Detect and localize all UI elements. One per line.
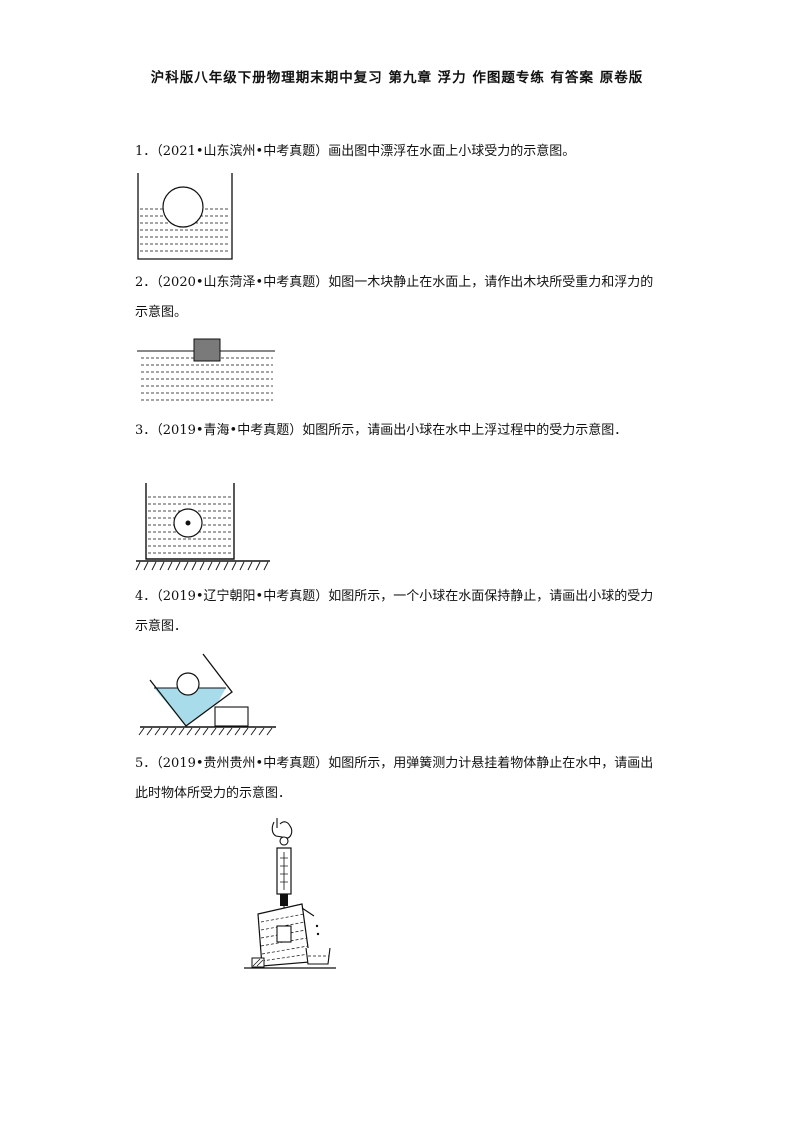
question-4-figure xyxy=(136,648,281,736)
question-2-figure xyxy=(137,338,277,406)
question-1-figure xyxy=(136,171,236,263)
question-3-text: 3．（2019•青海•中考真题）如图所示，请画出小球在水中上浮过程中的受力示意图… xyxy=(135,423,628,438)
question-4-text: 4．（2019•辽宁朝阳•中考真题）如图所示，一个小球在水面保持静止，请画出小球… xyxy=(135,589,654,634)
question-5-figure xyxy=(244,818,340,972)
question-2-text: 2．（2020•山东菏泽•中考真题）如图一木块静止在水面上，请作出木块所受重力和… xyxy=(135,275,654,320)
question-5-text: 5．（2019•贵州贵州•中考真题）如图所示，用弹簧测力计悬挂着物体静止在水中，… xyxy=(135,756,654,801)
question-3-figure xyxy=(135,481,276,573)
question-1-text: 1．（2021•山东滨州•中考真题）画出图中漂浮在水面上小球受力的示意图。 xyxy=(135,144,576,159)
page-title: 沪科版八年级下册物理期末期中复习 第九章 浮力 作图题专练 有答案 原卷版 xyxy=(150,70,644,86)
